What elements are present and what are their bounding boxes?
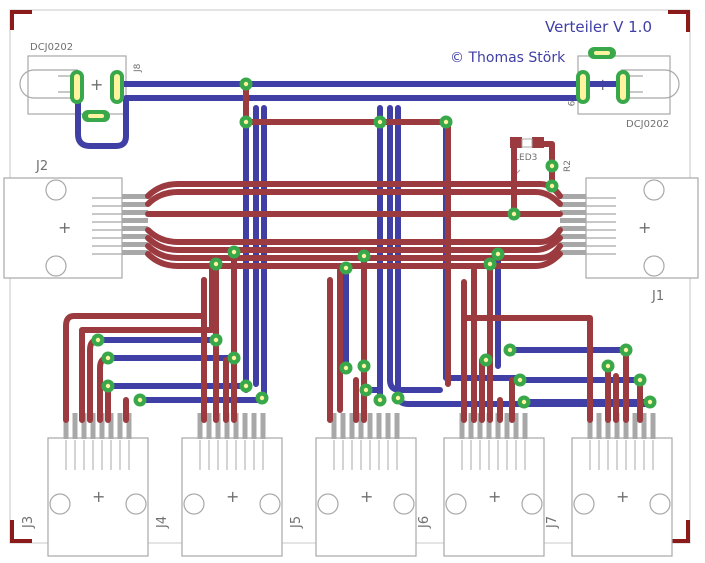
svg-text:+: + (58, 218, 71, 237)
svg-text:+: + (226, 487, 239, 506)
svg-text:+: + (488, 487, 501, 506)
rj-label-j7: J7 (545, 516, 560, 529)
top-copper-traces (63, 81, 643, 423)
board-title: Verteiler V 1.0 (545, 18, 652, 36)
svg-text:J9: J9 (565, 97, 575, 107)
svg-text:+: + (92, 487, 105, 506)
board-author: © Thomas Störk (450, 50, 566, 66)
corner-mark-br (668, 520, 690, 543)
svg-text:J1: J1 (651, 289, 664, 304)
svg-text:+: + (360, 487, 373, 506)
svg-text:+: + (90, 75, 103, 94)
svg-text:J2: J2 (35, 159, 48, 174)
svg-text:DCJ0202: DCJ0202 (30, 42, 73, 53)
rj-connector-j7: + J7 (545, 413, 673, 557)
rj-connector-j3: + J3 (21, 413, 149, 557)
corner-mark-tr (668, 10, 690, 32)
rj-connector-j5: + J5 (289, 413, 417, 557)
rj-connector-right: + J1 (560, 177, 699, 304)
svg-text:+: + (616, 487, 629, 506)
dc-jack-pads (70, 47, 630, 122)
rj-label-j3: J3 (21, 516, 36, 529)
rj-label-j4: J4 (155, 516, 170, 529)
svg-text:R2: R2 (563, 160, 573, 172)
svg-text:LED3: LED3 (514, 153, 537, 163)
rj-label-j5: J5 (289, 516, 304, 529)
svg-text:DCJ0202: DCJ0202 (626, 119, 669, 130)
svg-text:J8: J8 (133, 63, 143, 73)
rj-connector-j6: + J6 (417, 413, 545, 557)
corner-mark-tl (10, 10, 32, 30)
rj-connector-left: + J2 (3, 159, 148, 279)
svg-text:+: + (638, 218, 651, 237)
rj-label-j6: J6 (417, 516, 432, 529)
rj-connector-j4: + J4 (155, 413, 283, 557)
via-group (91, 77, 657, 409)
corner-mark-bl (10, 520, 32, 543)
rj-connector-bottom-group: + J3 + J4 + J5 + J6 + J7 (21, 413, 673, 557)
